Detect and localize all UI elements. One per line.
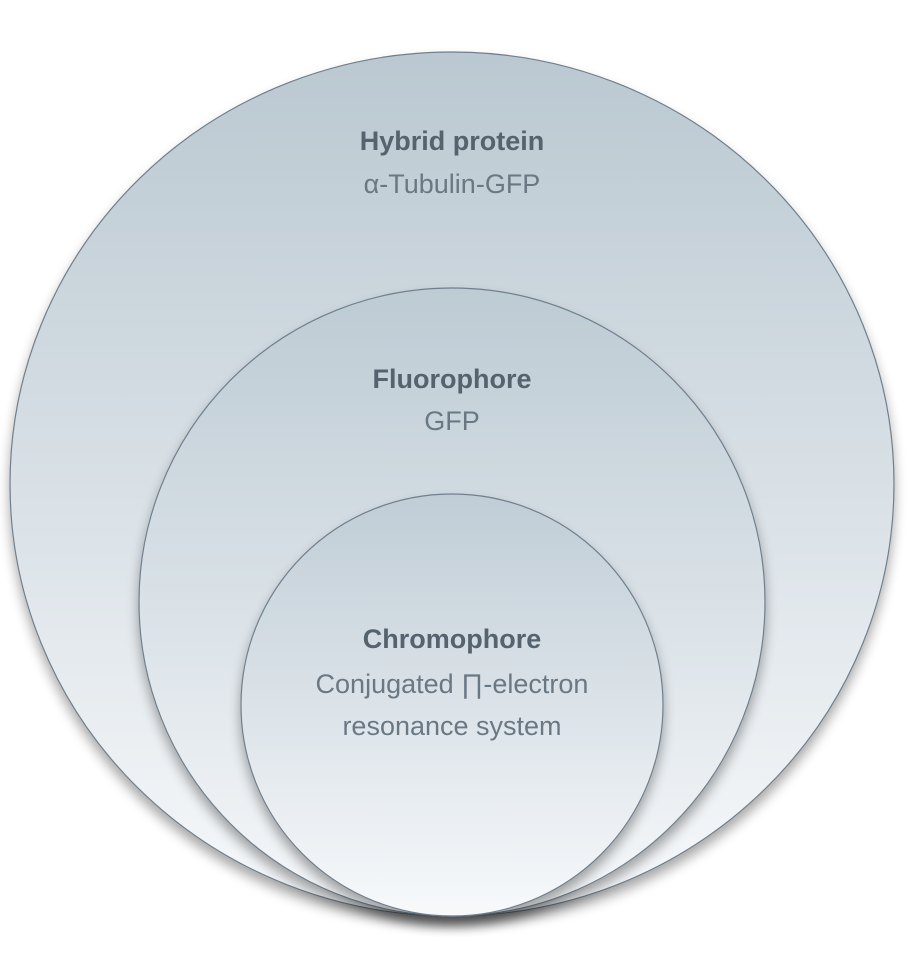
middle-subtitle: GFP (424, 406, 480, 436)
inner-circle (240, 493, 664, 917)
inner-title: Chromophore (363, 624, 542, 654)
outer-subtitle: α-Tubulin-GFP (364, 169, 541, 199)
inner-subtitle-line2: resonance system (342, 711, 561, 741)
inner-circle-group: Chromophore Conjugated ∏-electron resona… (240, 493, 664, 917)
inner-subtitle-line1: Conjugated ∏-electron (316, 669, 589, 699)
outer-title: Hybrid protein (360, 126, 545, 156)
middle-title: Fluorophore (373, 364, 532, 394)
